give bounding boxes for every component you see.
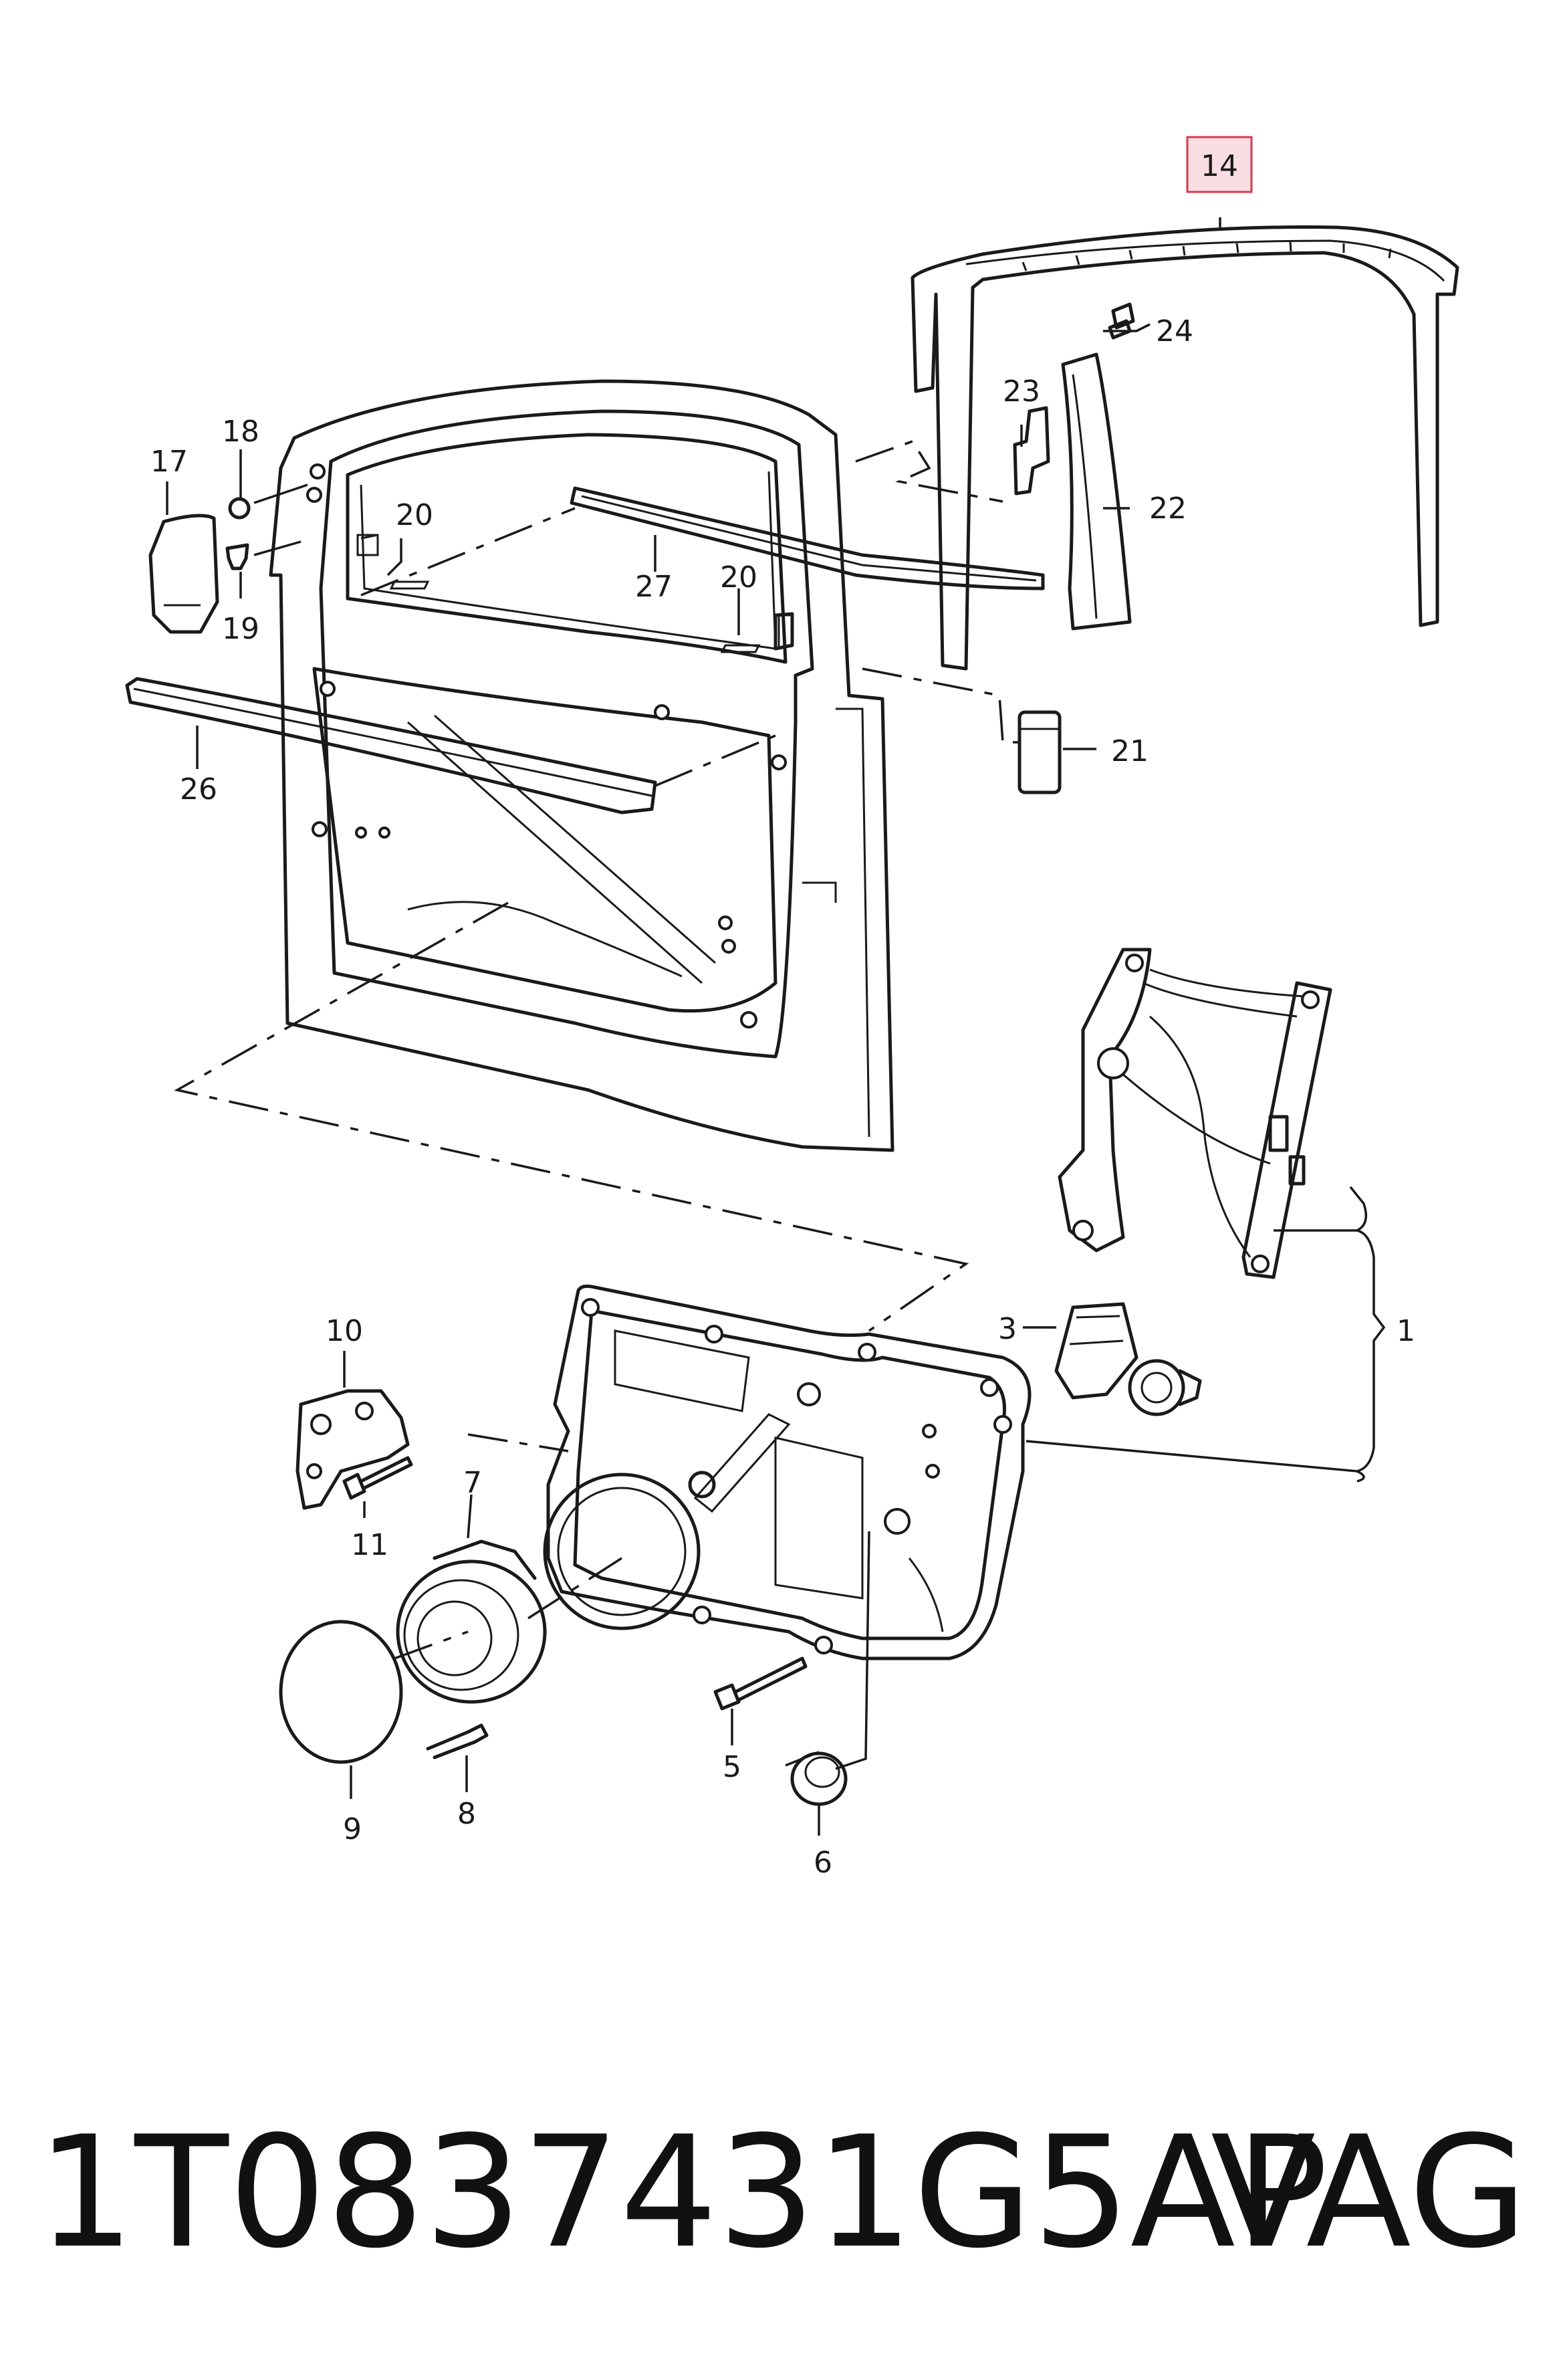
pad-part-20b: [773, 612, 794, 651]
callout-21: 21: [1111, 734, 1149, 768]
motor-part-3: [1054, 1302, 1202, 1416]
callout-labels: 14 24 23 22 21 18 17 19 20 20 27 26 1 3 …: [150, 149, 1415, 1880]
clip-part-23: [1013, 406, 1050, 496]
callout-7: 7: [463, 1466, 482, 1500]
nut-part-18: [228, 497, 251, 520]
inner-strip-part-27: [570, 486, 1045, 590]
door-shell: [269, 379, 894, 1152]
cap-part-21: [1017, 710, 1062, 794]
callout-9: 9: [343, 1812, 362, 1846]
part-number: 1T0837431G5AP: [37, 2104, 1328, 2282]
bracket-part-10: [295, 1389, 410, 1510]
screw-part-24: [1108, 302, 1135, 340]
callout-1: 1: [1397, 1314, 1415, 1348]
screw-part-11: [342, 1456, 413, 1500]
footer-caption: 1T0837431G5AP VAG: [37, 2106, 1528, 2280]
brand-name: VAG: [1210, 2104, 1528, 2282]
window-regulator-part-1: [1058, 948, 1332, 1279]
callout-24: 24: [1156, 314, 1193, 348]
clip-part-19: [225, 543, 249, 570]
callout-14: 14: [1201, 149, 1238, 183]
callout-22: 22: [1149, 492, 1187, 526]
callout-27: 27: [635, 570, 673, 604]
callout-6: 6: [814, 1846, 832, 1880]
callout-10: 10: [326, 1314, 363, 1348]
callout-19: 19: [222, 612, 259, 646]
grommet-part-6: [790, 1751, 848, 1806]
callout-26: 26: [180, 772, 217, 806]
leader-lines: [166, 217, 1386, 1836]
speaker-part-7: [396, 1539, 547, 1704]
callout-20a: 20: [396, 498, 433, 532]
door-module-panel: [543, 1284, 1032, 1660]
guide-rail-part-22: [1061, 352, 1132, 631]
rivet-part-8: [426, 1723, 489, 1759]
mirror-cover-part-17: [148, 514, 219, 634]
callout-20b: 20: [720, 560, 757, 594]
outer-strip-part-26: [125, 677, 657, 815]
callout-17: 17: [150, 445, 188, 479]
screw-part-5: [713, 1656, 808, 1711]
callout-5: 5: [723, 1750, 741, 1784]
callout-23: 23: [1003, 374, 1040, 409]
highlight-box-14: [1186, 136, 1253, 193]
callout-3: 3: [998, 1312, 1017, 1346]
pad-part-20a: [360, 534, 378, 540]
speaker-cover-part-9: [279, 1620, 403, 1764]
callout-8: 8: [457, 1797, 476, 1831]
assembly-lines: [174, 439, 1020, 1767]
callout-11: 11: [351, 1528, 388, 1562]
window-frame-part-14: [911, 225, 1459, 671]
callout-18: 18: [222, 415, 259, 449]
